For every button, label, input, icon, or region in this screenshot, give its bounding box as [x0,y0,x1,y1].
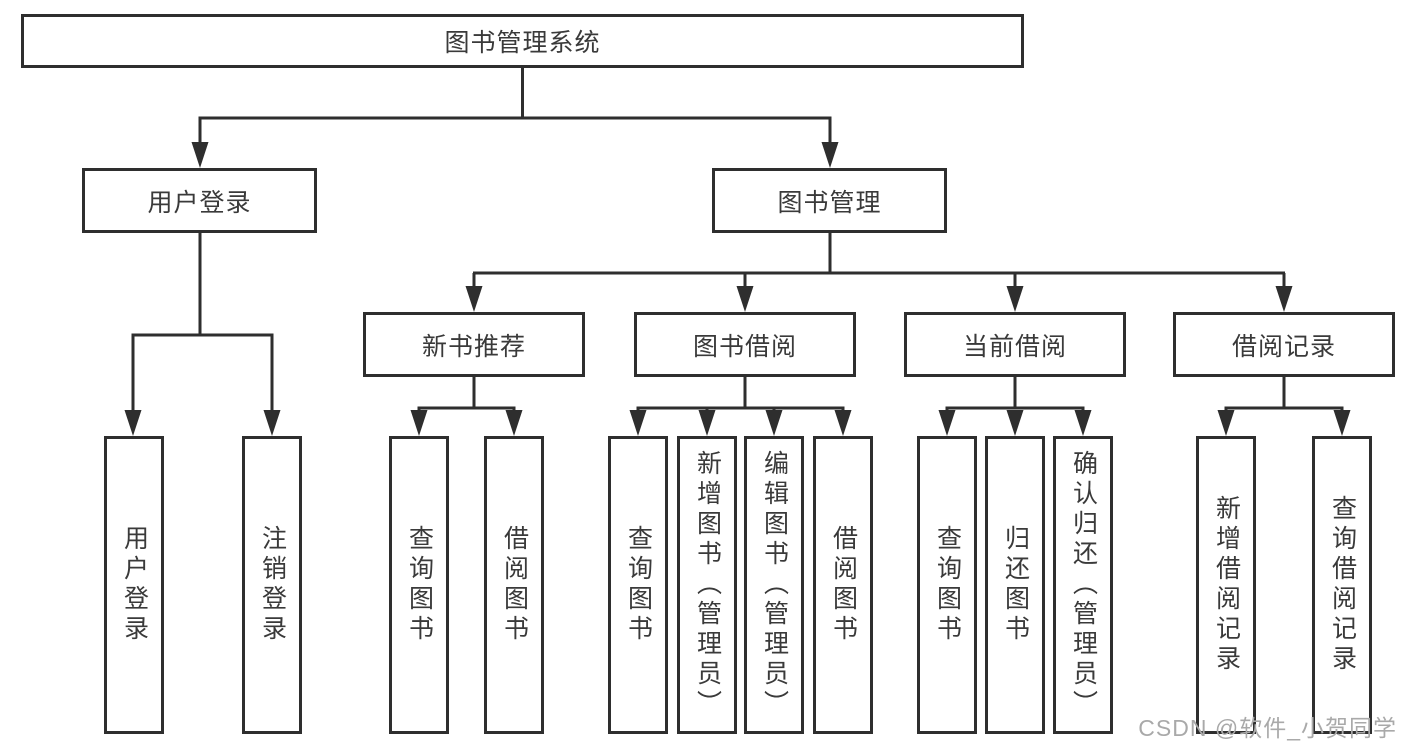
leaf-records-add-borrow-record: 新增借阅记录 [1196,436,1256,734]
node-new-book-recommendation: 新书推荐 [363,312,585,377]
node-book-management: 图书管理 [712,168,947,233]
leaf-user-login: 用户登录 [104,436,164,734]
leaf-newbook-query-books: 查询图书 [389,436,449,734]
leaf-current-query-books: 查询图书 [917,436,977,734]
node-borrowing-records: 借阅记录 [1173,312,1395,377]
leaf-borrow-add-books-admin: 新增图书（管理员） [677,436,737,734]
node-user-login: 用户登录 [82,168,317,233]
leaf-newbook-borrow-books: 借阅图书 [484,436,544,734]
leaf-records-query-borrow-record: 查询借阅记录 [1312,436,1372,734]
leaf-borrow-borrow-books: 借阅图书 [813,436,873,734]
leaf-borrow-query-books: 查询图书 [608,436,668,734]
leaf-borrow-edit-books-admin: 编辑图书（管理员） [744,436,804,734]
leaf-current-return-books: 归还图书 [985,436,1045,734]
node-library-management-system: 图书管理系统 [21,14,1024,68]
leaf-logout-login: 注销登录 [242,436,302,734]
node-book-borrowing: 图书借阅 [634,312,856,377]
node-current-borrowing: 当前借阅 [904,312,1126,377]
leaf-current-confirm-return-admin: 确认归还（管理员） [1053,436,1113,734]
csdn-watermark: CSDN @软件_小贺同学 [1138,715,1397,741]
